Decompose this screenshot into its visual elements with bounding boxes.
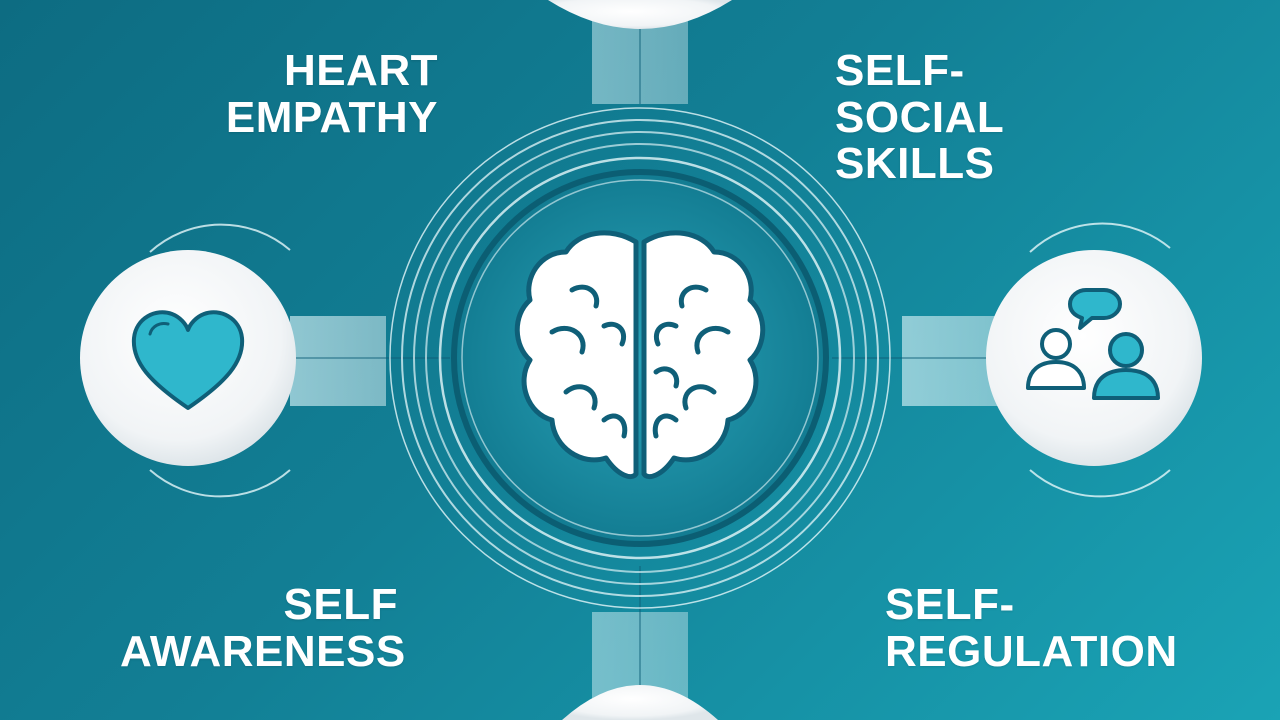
label-self-regulation-line1: SELF- xyxy=(885,580,1015,629)
node-bottom xyxy=(562,685,718,720)
label-self-awareness: SELF AWARENESS xyxy=(120,580,406,676)
node-top xyxy=(548,0,732,29)
label-heart-empathy-line2: EMPATHY xyxy=(225,92,438,142)
label-self-social-skills-line1: SELF- xyxy=(835,46,965,95)
label-self-awareness-line1: SELF xyxy=(283,580,398,629)
center-rings xyxy=(389,107,891,609)
connector-left xyxy=(290,316,450,406)
label-self-regulation-line2: REGULATION xyxy=(885,626,1178,676)
label-self-social-skills: SELF- SOCIAL SKILLS xyxy=(835,46,1165,189)
label-heart-empathy-line1: HEART xyxy=(283,46,438,95)
people-chat-icon xyxy=(1026,288,1160,400)
heart-icon xyxy=(131,310,245,410)
label-self-awareness-line2: AWARENESS xyxy=(120,626,406,676)
node-right xyxy=(986,222,1202,498)
center-core xyxy=(451,169,829,547)
label-self-social-skills-line2: SOCIAL SKILLS xyxy=(835,92,1004,189)
brain-icon xyxy=(514,230,766,480)
connector-right xyxy=(832,316,1002,406)
label-heart-empathy: HEART EMPATHY xyxy=(180,46,438,142)
label-self-regulation: SELF- REGULATION xyxy=(885,580,1185,676)
